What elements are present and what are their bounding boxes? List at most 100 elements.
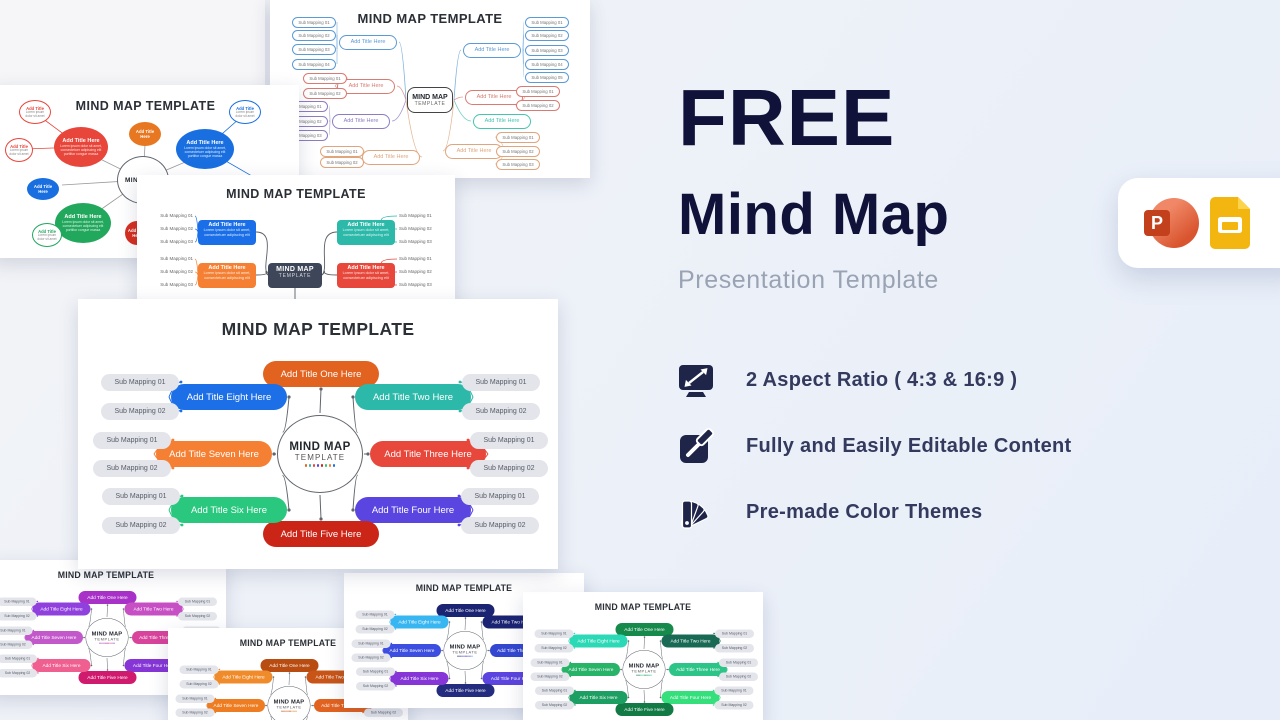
mindmap-branch-pill: Add Title Eight Here [171, 384, 287, 410]
mindmap-branch-pill: Add Title Here [465, 89, 523, 105]
node-lorem: Lorem ipsum dolor sit amet [235, 109, 255, 118]
box-title: Add Title Here [347, 265, 385, 271]
sub-mapping-label: Sub Mapping 01 [160, 256, 193, 261]
mindmap-branch-pill: Add Title One Here [615, 623, 674, 636]
center-title: MIND MAP [449, 644, 481, 651]
node-title: Add Title [10, 143, 28, 149]
sub-mapping-pill: Sub Mapping 01 [102, 487, 180, 505]
box-lorem: Lorem ipsum dolor sit amet, consectetuer… [342, 271, 390, 280]
powerpoint-letter: P [1144, 210, 1170, 236]
sub-mapping-label: Sub Mapping 03 [160, 282, 193, 287]
feature-label: 2 Aspect Ratio ( 4:3 & 16:9 ) [746, 368, 1018, 391]
center-subtitle: TEMPLATE [414, 100, 446, 107]
sub-mapping-pill: Sub Mapping 01 [0, 597, 37, 606]
feature-aspect-ratio: 2 Aspect Ratio ( 4:3 & 16:9 ) [676, 360, 1072, 400]
feature-label: Pre-made Color Themes [746, 500, 983, 523]
center-title: MIND MAP [628, 663, 660, 670]
mindmap-branch-pill: Add Title Here [337, 78, 395, 94]
sub-mapping-pill: Sub Mapping 02 [462, 402, 540, 420]
sub-mapping-pill: Sub Mapping 02 [292, 29, 336, 41]
sub-mapping-pill: Sub Mapping 02 [320, 156, 364, 168]
aspect-ratio-icon [679, 365, 713, 397]
center-dots [636, 674, 652, 676]
sub-mapping-pill: Sub Mapping 02 [355, 624, 395, 634]
sub-mapping-label: Sub Mapping 02 [160, 269, 193, 274]
file-formats-card: P [1118, 178, 1280, 268]
sub-mapping-pill: Sub Mapping 05 [525, 71, 569, 83]
sub-mapping-pill: Sub Mapping 01 [534, 629, 574, 638]
sub-mapping-pill: Sub Mapping 04 [525, 58, 569, 70]
box-lorem: Lorem ipsum dolor sit amet, consectetuer… [342, 228, 390, 237]
hero-text-block: FREE Mind Map Presentation Template [678, 78, 949, 295]
sub-mapping-label: Sub Mapping 02 [399, 226, 432, 231]
sub-mapping-pill: Sub Mapping 01 [320, 145, 364, 157]
mindmap-branch-pill: Add Title Three Here [370, 441, 486, 467]
sub-mapping-pill: Sub Mapping 01 [0, 654, 37, 663]
mindmap-branch-pill: Add Title One Here [263, 361, 379, 387]
sub-mapping-pill: Sub Mapping 02 [525, 29, 569, 41]
sub-mapping-pill: Sub Mapping 01 [175, 694, 215, 703]
mindmap-branch-pill: Add Title Five Here [436, 684, 495, 697]
sub-mapping-label: Sub Mapping 01 [160, 213, 193, 218]
sub-mapping-pill: Sub Mapping 02 [530, 672, 570, 681]
mindmap-branch-pill: Add Title Five Here [615, 703, 674, 716]
sub-mapping-pill: Sub Mapping 02 [719, 672, 758, 681]
sub-mapping-pill: Sub Mapping 04 [292, 58, 336, 70]
sub-mapping-pill: Sub Mapping 01 [470, 431, 548, 449]
mindmap-branch-pill: Add Title Eight Here [32, 602, 91, 616]
sub-mapping-pill: Sub Mapping 02 [93, 459, 171, 477]
powerpoint-icon[interactable]: P [1144, 196, 1199, 250]
sub-mapping-pill: Sub Mapping 02 [0, 611, 37, 621]
center-title: MIND MAP [412, 93, 448, 101]
sub-mapping-pill: Sub Mapping 02 [303, 87, 347, 99]
mindmap-small-node: Add Title Here [129, 122, 161, 146]
sub-mapping-pill: Sub Mapping 02 [0, 640, 33, 649]
sub-mapping-pill: Sub Mapping 02 [715, 643, 754, 653]
mindmap-branch-pill: Add Title Seven Here [383, 644, 441, 657]
mindmap-branch-pill: Add Title Here [332, 113, 390, 129]
hero-free-title: FREE [678, 73, 896, 162]
center-title: MIND MAP [276, 266, 314, 273]
sub-mapping-pill: Sub Mapping 01 [179, 665, 219, 674]
sub-mapping-label: Sub Mapping 03 [160, 239, 193, 244]
google-slides-icon[interactable] [1210, 197, 1250, 249]
sub-mapping-pill: Sub Mapping 01 [0, 626, 33, 635]
sub-mapping-pill: Sub Mapping 01 [178, 597, 217, 606]
node-title: Add Title Here [62, 137, 100, 144]
sub-mapping-pill: Sub Mapping 01 [101, 373, 179, 391]
mindmap-branch-pill: Add Title Four Here [355, 497, 471, 523]
center-title: MIND MAP [289, 441, 351, 454]
mindmap-branch-pill: Add Title Here [362, 149, 420, 165]
slide-title: MIND MAP TEMPLATE [226, 187, 366, 201]
sub-mapping-pill: Sub Mapping 02 [0, 668, 37, 678]
sub-mapping-pill: Sub Mapping 02 [364, 708, 403, 717]
sub-mapping-pill: Sub Mapping 02 [101, 402, 179, 420]
mindmap-branch-pill: Add Title One Here [436, 604, 495, 617]
center-subtitle: TEMPLATE [94, 637, 120, 642]
sub-mapping-pill: Sub Mapping 03 [525, 44, 569, 56]
center-subtitle: TEMPLATE [278, 273, 312, 279]
sub-mapping-pill: Sub Mapping 02 [179, 679, 219, 689]
box-title: Add Title Here [208, 222, 246, 228]
google-slides-window [1218, 217, 1242, 233]
sub-mapping-pill: Sub Mapping 01 [356, 667, 395, 676]
mindmap-branch-pill: Add Title Six Here [390, 672, 449, 685]
sub-mapping-label: Sub Mapping 03 [399, 239, 432, 244]
slide-blank-top-left [0, 0, 265, 85]
google-slides-fold [1238, 197, 1250, 209]
node-lorem: Lorem ipsum dolor sit amet, consectetuer… [62, 219, 104, 233]
mindmap-branch-pill: Add Title One Here [260, 659, 319, 672]
slide-title: MIND MAP TEMPLATE [221, 319, 415, 339]
mindmap-branch-pill: Add Title Seven Here [25, 631, 83, 644]
sub-mapping-label: Sub Mapping 02 [399, 269, 432, 274]
mindmap-branch-pill: Add Title Here [445, 143, 503, 159]
